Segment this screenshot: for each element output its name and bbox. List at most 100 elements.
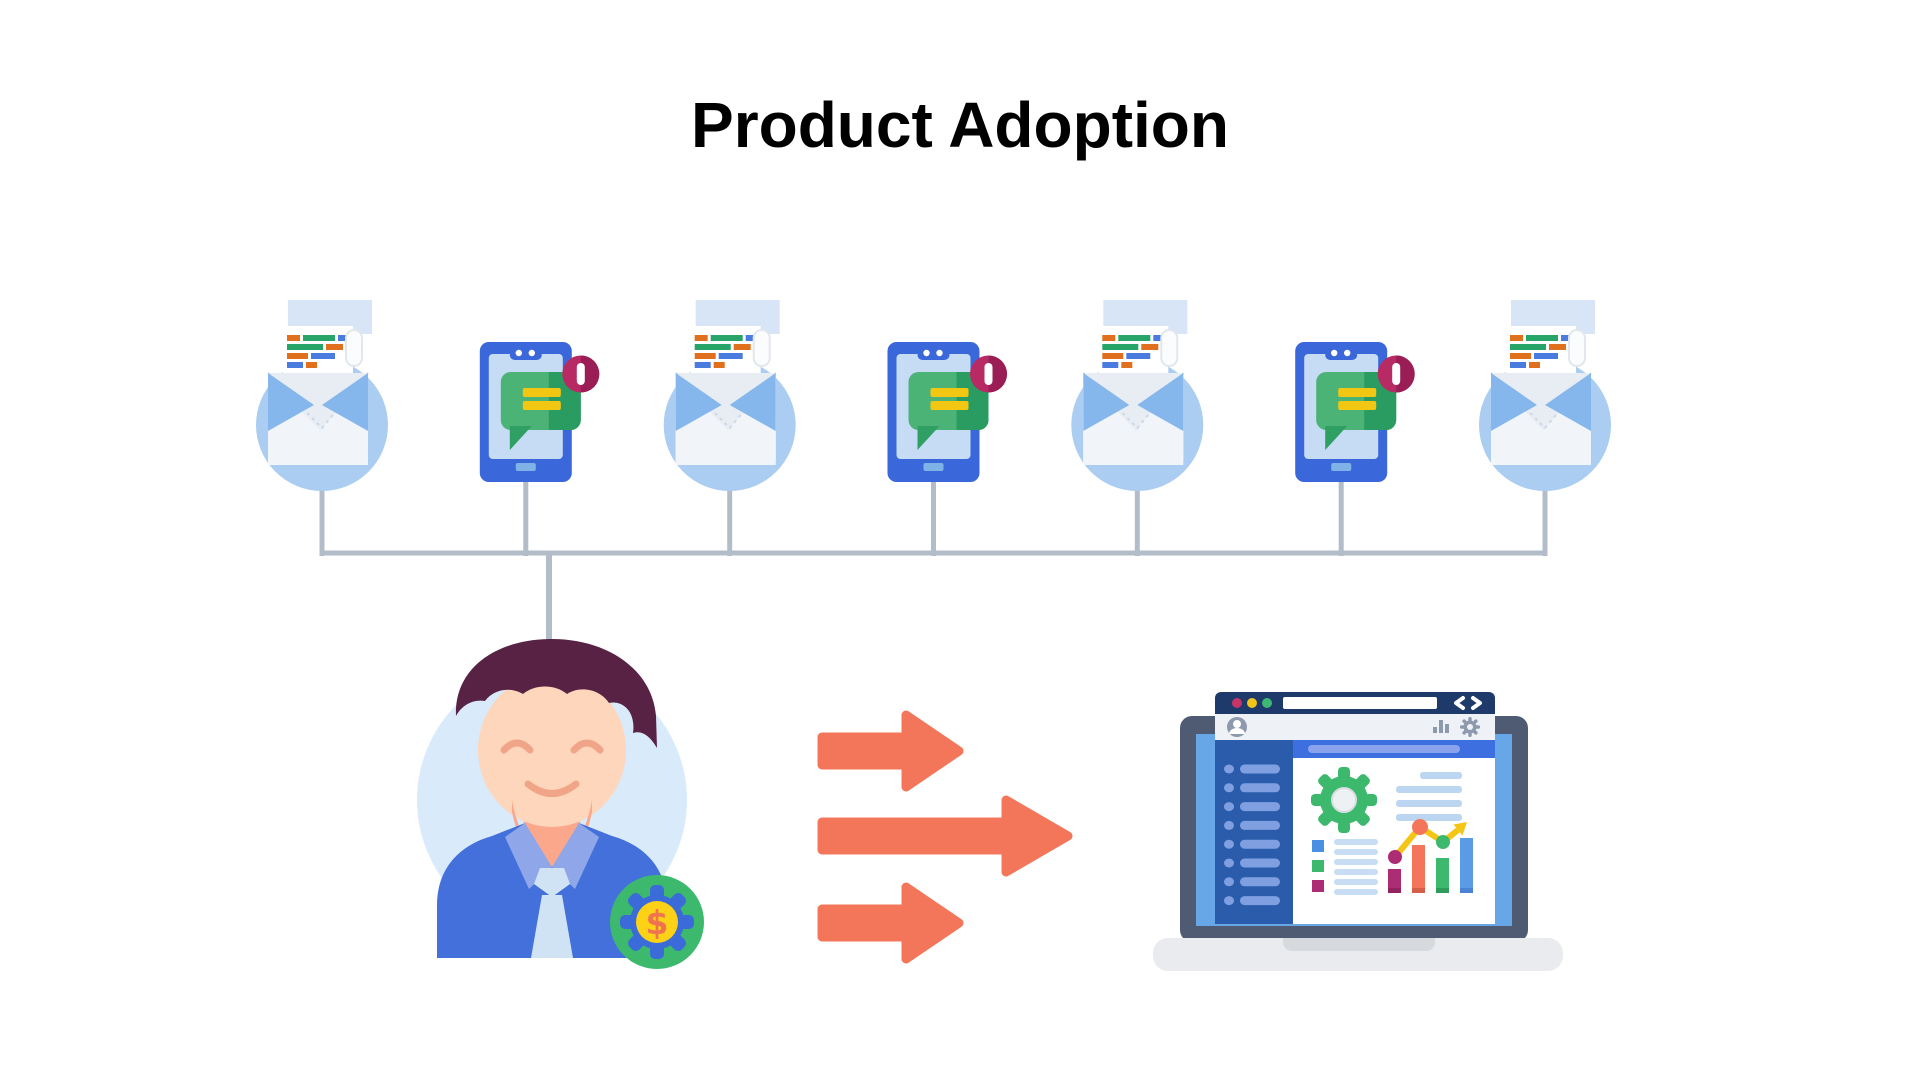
coin: [636, 901, 678, 943]
sidebar-item-dot: [1224, 783, 1234, 793]
face: [478, 673, 626, 827]
camera-dot: [528, 349, 535, 357]
content-header-bar: [1308, 745, 1460, 753]
hair: [455, 638, 657, 748]
laptop-base: [1153, 938, 1563, 971]
flap-fold-line: [1082, 372, 1185, 430]
bubble-tail: [917, 426, 940, 450]
envelope-pocket: [268, 418, 368, 465]
dashboard-content: [1293, 740, 1495, 924]
trend-line: [1392, 824, 1460, 859]
sidebar-item-bar: [1240, 896, 1280, 906]
legend-square-magenta: [1312, 880, 1324, 892]
paper-scroll-pill: [1568, 329, 1586, 367]
phone-notch: [1325, 350, 1358, 360]
notification-badge-icon: [970, 355, 1007, 393]
dollar-gear-badge-icon: $: [610, 875, 704, 969]
page-title: Product Adoption: [691, 89, 1229, 161]
bubble-tail: [509, 426, 532, 450]
sidebar-item-bar: [1240, 802, 1280, 812]
flap-fold-line: [267, 372, 369, 430]
envelope-left-flap: [675, 373, 722, 431]
sidebar-item-dot: [1224, 896, 1234, 906]
sidebar-item-dot: [1224, 877, 1234, 887]
envelope-pocket: [1083, 418, 1184, 465]
envelope-pocket: [675, 418, 776, 465]
envelope-right-flap: [1545, 373, 1591, 431]
home-button: [923, 463, 944, 471]
laptop-base-notch: [1283, 938, 1435, 951]
envelope-left-flap: [268, 373, 314, 431]
laptop-dashboard: [1153, 692, 1563, 971]
camera-dot: [1331, 349, 1338, 357]
camera-dot: [923, 349, 930, 357]
sidebar-item-dot: [1224, 839, 1234, 849]
message-line: [930, 401, 969, 410]
message-line: [1338, 401, 1377, 410]
channel-icons-row: [256, 300, 1611, 556]
chat-bubble-icon: [908, 372, 989, 450]
sidebar-item-bar: [1240, 764, 1280, 774]
bubble-tail: [1325, 426, 1348, 450]
browser-window: [1215, 692, 1495, 924]
settings-gear-icon: [1460, 717, 1480, 737]
message-line: [522, 388, 561, 397]
tie-knot: [534, 868, 570, 897]
home-button: [515, 463, 536, 471]
camera-dot: [936, 349, 943, 357]
url-bar[interactable]: [1283, 697, 1437, 709]
window-dot-yellow: [1247, 698, 1257, 708]
camera-dot: [1344, 349, 1351, 357]
phone-notch: [509, 350, 542, 360]
sidebar-item-bar: [1240, 839, 1280, 849]
channel-3-email-document: [663, 300, 796, 556]
trend-arrowhead: [1453, 822, 1467, 836]
message-line: [522, 401, 561, 410]
flap-fold-line: [674, 372, 777, 430]
envelope-right-flap: [729, 373, 776, 431]
legend-square-blue: [1312, 840, 1324, 852]
channel-6-phone-chat: [1295, 342, 1415, 556]
dashboard-gear-icon: [1311, 767, 1377, 833]
dashboard-text-lines: [1396, 772, 1462, 821]
arrow-middle: [817, 795, 1073, 877]
flap-fold-line: [1490, 372, 1592, 430]
sidebar-item-bar: [1240, 783, 1280, 793]
user-avatar-icon: [1227, 717, 1247, 737]
camera-dot: [515, 349, 522, 357]
channel-4-phone-chat: [887, 342, 1007, 556]
envelope-right-flap: [1137, 373, 1184, 431]
browser-toolbar: [1215, 714, 1495, 740]
sidebar-item-bar: [1240, 858, 1280, 868]
sidebar-item-bar: [1240, 877, 1280, 887]
arrow-top: [817, 710, 964, 792]
paper-scroll-pill: [1160, 329, 1179, 367]
envelope-left-flap: [1491, 373, 1537, 431]
envelope-right-flap: [322, 373, 368, 431]
chat-bubble-icon: [500, 372, 581, 450]
dashboard-bar-chart: [1388, 819, 1473, 893]
trend-point: [1388, 850, 1402, 864]
customer-illustration: $: [417, 638, 704, 969]
window-dot-green: [1262, 698, 1272, 708]
trend-point: [1412, 819, 1428, 835]
channel-1-email-document: [256, 300, 388, 556]
arrow-bottom: [817, 882, 964, 964]
left-eye: [500, 739, 534, 754]
dashboard-legend: [1312, 839, 1378, 895]
code-brackets-icon: [1454, 696, 1482, 710]
envelope-pocket: [1491, 418, 1591, 465]
sidebar-item-dot: [1224, 802, 1234, 812]
paper-scroll-pill: [345, 329, 363, 367]
phone-notch: [917, 350, 950, 360]
legend-square-green: [1312, 860, 1324, 872]
tie-body: [531, 895, 573, 958]
trend-point: [1436, 835, 1450, 849]
notification-badge-icon: [562, 355, 600, 393]
channel-2-phone-chat: [479, 342, 600, 556]
bar-chart-icon: [1433, 720, 1449, 733]
notification-badge-icon: [1377, 355, 1415, 393]
envelope-left-flap: [1083, 373, 1130, 431]
message-line: [930, 388, 969, 397]
